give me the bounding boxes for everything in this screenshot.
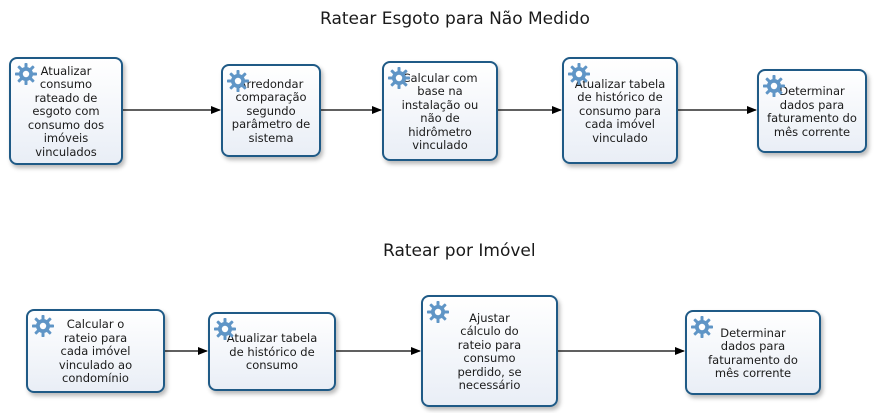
gear-icon — [226, 69, 250, 93]
task-atualizar-tabela-historico[interactable]: Atualizar tabela de histórico de consumo — [208, 312, 336, 391]
task-calcular-instalacao-hidrometro[interactable]: Calcular com base na instalação ou não d… — [382, 61, 498, 161]
gear-icon — [213, 317, 237, 341]
task-atualizar-consumo-rateado[interactable]: Atualizar consumo rateado de esgoto com … — [9, 57, 123, 165]
task-ajustar-calculo-rateio[interactable]: Ajustar cálculo do rateio para consumo p… — [421, 295, 558, 407]
task-label: Determinar dados para faturamento do mês… — [708, 325, 798, 380]
task-label: Atualizar tabela de histórico de consumo… — [574, 76, 666, 145]
gear-icon — [567, 62, 591, 86]
gear-icon — [762, 74, 786, 98]
task-label: Atualizar tabela de histórico de consumo — [226, 331, 318, 373]
task-arredondar-comparacao[interactable]: Arredondar comparação segundo parâmetro … — [221, 64, 321, 157]
gear-icon — [387, 66, 411, 90]
diagram-title-ratear-esgoto: Ratear Esgoto para Não Medido — [320, 9, 590, 29]
task-label: Calcular com base na instalação ou não d… — [401, 70, 479, 152]
task-determinar-dados-faturamento-2[interactable]: Determinar dados para faturamento do mês… — [685, 310, 821, 395]
task-determinar-dados-faturamento-1[interactable]: Determinar dados para faturamento do mês… — [757, 69, 867, 153]
gear-icon — [14, 62, 38, 86]
task-atualizar-tabela-historico-vinculado[interactable]: Atualizar tabela de histórico de consumo… — [562, 57, 678, 164]
task-label: Calcular o rateio para cada imóvel vincu… — [58, 317, 133, 386]
diagram-title-ratear-imovel: Ratear por Imóvel — [383, 241, 536, 261]
gear-icon — [31, 314, 55, 338]
task-calcular-rateio-imovel[interactable]: Calcular o rateio para cada imóvel vincu… — [26, 309, 165, 393]
task-label: Arredondar comparação segundo parâmetro … — [231, 76, 311, 145]
task-label: Determinar dados para faturamento do mês… — [767, 84, 857, 139]
gear-icon — [690, 315, 714, 339]
task-label: Ajustar cálculo do rateio para consumo p… — [457, 310, 522, 392]
task-label: Atualizar consumo rateado de esgoto com … — [27, 63, 105, 159]
gear-icon — [426, 300, 450, 324]
